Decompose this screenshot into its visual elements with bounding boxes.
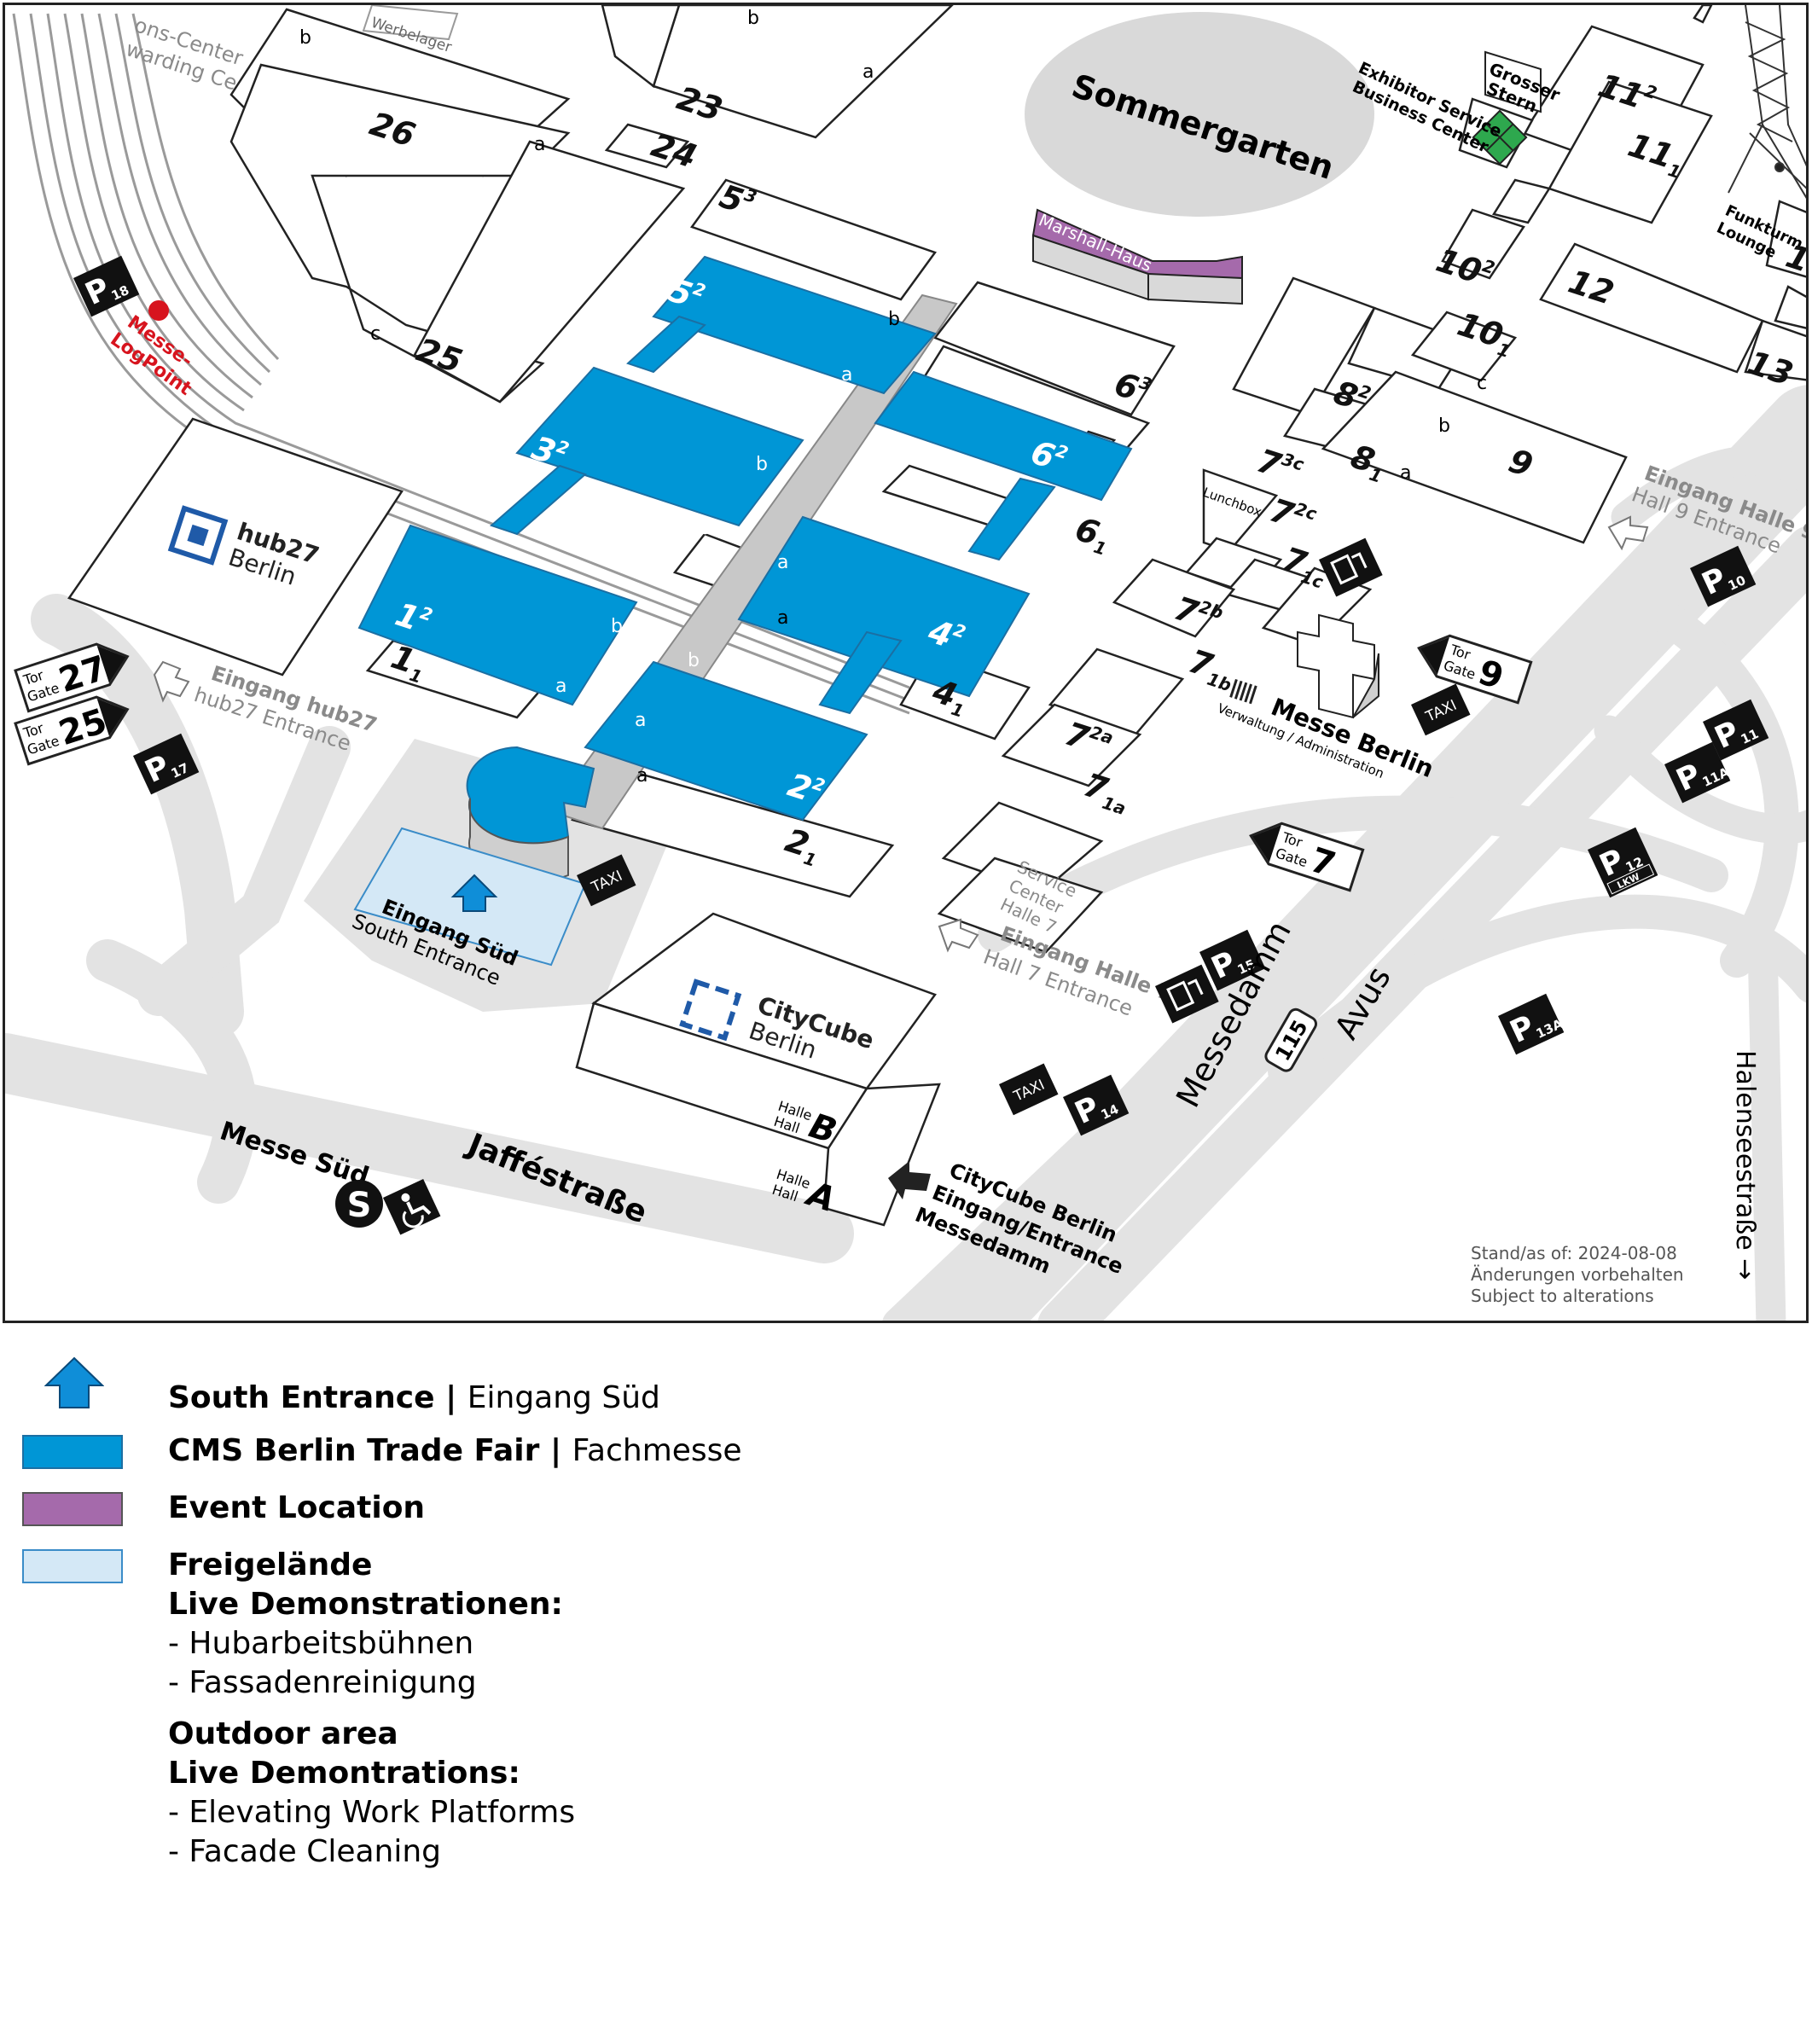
taxi-signs: TAXI TAXI TAXI: [577, 683, 1471, 1116]
hall-label-7-1b: 71b: [1183, 642, 1240, 696]
hub27-building: [67, 417, 404, 676]
parking-sign-p18: P18: [73, 255, 140, 317]
svg-text:a: a: [555, 676, 566, 697]
legend-event-location-label: Event Location: [168, 1490, 426, 1525]
svg-text:S: S: [347, 1186, 372, 1225]
citycube-hall-a-label: Halle Hall A: [770, 1166, 840, 1220]
svg-text:b: b: [756, 454, 768, 475]
svg-text:a: a: [635, 710, 646, 731]
street-halenseestrasse: Halenseestraße →: [1730, 1050, 1760, 1280]
svg-text:Änderungen vorbehalten: Änderungen vorbehalten: [1471, 1264, 1684, 1285]
svg-text:c: c: [1477, 373, 1487, 394]
hall-2-2-shape: [584, 660, 868, 822]
svg-text:b: b: [747, 8, 759, 29]
section-letter-labels: b a c b a b a b a b a b a b a a a c b a: [299, 8, 1487, 787]
sommergarten-area: [1025, 12, 1374, 217]
parking-sign-p11: P11: [1703, 699, 1769, 761]
marshall-haus: Marshall-Haus: [1031, 208, 1243, 305]
svg-text:a: a: [862, 61, 874, 83]
legend-outdoor-area-swatch: [22, 1549, 123, 1583]
hall-number-labels: 12223242526211214153616371a71b71c72a72b7…: [365, 67, 1806, 871]
hall-6-2-shape: [874, 370, 1133, 502]
hall-4-2-shape: [737, 515, 1031, 698]
messe-berlin-logo-icon: [1229, 679, 1257, 705]
svg-text:a: a: [841, 364, 852, 386]
ev-charging-icon: [1155, 537, 1383, 1024]
svg-text:a: a: [700, 518, 711, 539]
legend-south-entrance-label: South Entrance | Eingang Süd: [168, 1380, 660, 1415]
hall-5-2-shape: [652, 255, 937, 395]
svg-text:a: a: [777, 607, 788, 629]
hub27-logo-icon: [167, 505, 229, 566]
svg-text:b: b: [299, 27, 311, 49]
south-entrance-arrow: [450, 874, 498, 912]
wheelchair-access-icon: [383, 1179, 441, 1235]
hall-1-2-shape: [357, 524, 638, 706]
stand-note: Stand/as of: 2024-08-08 Änderungen vorbe…: [1471, 1243, 1684, 1306]
parking-sign-p17: P17: [133, 733, 200, 795]
legend-outdoor-area-en-label: Outdoor area Live Demontrations: - Eleva…: [168, 1716, 576, 1869]
svg-text:c: c: [370, 323, 380, 345]
legend-outdoor-area-de-label: Freigelände Live Demonstrationen: - Huba…: [168, 1548, 563, 1700]
citycube-logo-icon: [679, 978, 742, 1042]
parking-sign-p15: P15: [1199, 929, 1266, 991]
logpoint-marker-icon: [148, 300, 169, 321]
rail-lines: [12, 13, 910, 715]
map-legend: South Entrance | Eingang Süd CMS Berlin …: [0, 1331, 1812, 2044]
svg-text:Subject to alterations: Subject to alterations: [1471, 1286, 1654, 1306]
site-map-canvas: Sommergarten ons-Center warding Center W…: [5, 5, 1806, 1321]
hall-3-2-shape: [515, 366, 804, 527]
svg-text:a: a: [1400, 462, 1411, 484]
legend-south-entrance-arrow-icon: [44, 1356, 104, 1408]
exhibitor-service-icon: [1472, 109, 1528, 165]
sbahn-icon: S: [335, 1180, 383, 1228]
svg-text:b: b: [688, 650, 700, 671]
road-network: [5, 385, 1806, 1321]
svg-text:b: b: [611, 616, 623, 637]
svg-text:a: a: [534, 134, 545, 155]
messe-berlin-building: [1297, 613, 1379, 719]
svg-text:Stand/as of: 2024-08-08: Stand/as of: 2024-08-08: [1471, 1243, 1677, 1263]
legend-trade-fair-label: CMS Berlin Trade Fair | Fachmesse: [168, 1433, 742, 1468]
svg-text:a: a: [777, 552, 788, 573]
svg-text:b: b: [888, 309, 900, 330]
funkturm-tower-icon: [1728, 5, 1806, 199]
trade-fair-halls: [357, 255, 1133, 845]
site-map: Sommergarten ons-Center warding Center W…: [3, 3, 1809, 1323]
svg-text:b: b: [833, 488, 845, 509]
svg-text:a: a: [636, 765, 648, 787]
legend-event-location-swatch: [22, 1492, 123, 1526]
svg-text:b: b: [1438, 415, 1450, 437]
hall-label-6-1: 61: [1070, 510, 1115, 560]
hall-label-7-3c: 73c: [1252, 442, 1306, 491]
legend-trade-fair-swatch: [22, 1435, 123, 1469]
